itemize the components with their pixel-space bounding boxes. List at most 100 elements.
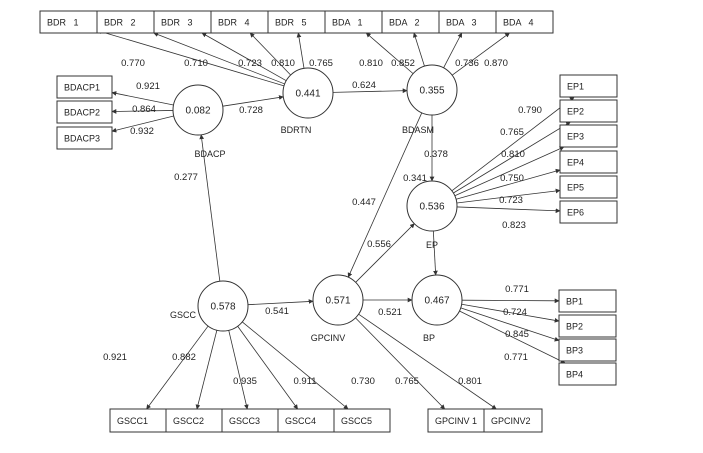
indicator-label: EP1 xyxy=(567,82,584,92)
edge-ep-to-ep6 xyxy=(456,206,561,214)
edge-weight-label: 0.521 xyxy=(378,307,402,318)
indicator-label: GPCINV2 xyxy=(491,416,531,426)
indicator-label: BDA 4 xyxy=(503,18,534,28)
indicator-gscc2: GSCC2 xyxy=(165,408,223,433)
indicator-gpcinv1: GPCINV 1 xyxy=(427,408,485,433)
latent-r2-value: 0.578 xyxy=(210,302,235,313)
indicator-box xyxy=(558,362,617,386)
indicator-bp1: BP1 xyxy=(558,289,617,313)
edge-weight-label: 0.710 xyxy=(184,58,208,69)
edge-gscc-to-gscc5 xyxy=(242,321,349,410)
edge-bdrtn-to-bdasm xyxy=(332,88,408,94)
edge-weight-label: 0.771 xyxy=(505,284,529,295)
edge-weight-label: 0.921 xyxy=(136,81,160,92)
edge-bdasm-to-bda3 xyxy=(443,32,463,69)
edge-bdasm-to-bda1 xyxy=(365,32,414,74)
edge-weight-label: 0.870 xyxy=(484,58,508,69)
indicator-box xyxy=(56,100,113,124)
latent-name: BDASM xyxy=(402,125,434,135)
indicator-ep1: EP1 xyxy=(559,74,618,98)
edge-weight-label: 0.541 xyxy=(265,306,289,317)
indicator-label: GSCC3 xyxy=(229,416,260,426)
edge-weight-label: 0.341 xyxy=(403,173,427,184)
indicator-label: BDACP1 xyxy=(64,83,100,93)
indicator-box xyxy=(559,200,618,224)
indicator-label: BP4 xyxy=(566,370,583,380)
edge-ep-to-ep2 xyxy=(453,121,571,194)
indicator-bda2: BDA 2 xyxy=(381,10,440,34)
edge-bdrtn-to-bdr5 xyxy=(296,32,305,69)
indicator-box xyxy=(559,150,618,174)
edge-gscc-to-gscc4 xyxy=(237,326,298,410)
indicator-bda4: BDA 4 xyxy=(495,10,554,34)
latent-name: GSCC xyxy=(170,310,197,320)
edge-weight-label: 0.277 xyxy=(174,172,198,183)
edge-bdacp-to-bdacp3 xyxy=(111,115,174,133)
indicator-label: GSCC5 xyxy=(341,416,372,426)
edge-weight-label: 0.845 xyxy=(505,329,529,340)
indicator-label: BDA 2 xyxy=(389,18,420,28)
edge-bdasm-to-bda2 xyxy=(412,32,425,67)
edge-ep-to-ep4 xyxy=(455,168,561,200)
indicator-gpcinv2: GPCINV2 xyxy=(483,408,543,433)
indicator-ep2: EP2 xyxy=(559,99,618,123)
indicator-box xyxy=(559,124,618,148)
edge-gscc-to-gscc1 xyxy=(146,325,209,410)
latent-r2-value: 0.355 xyxy=(419,86,444,97)
indicator-box xyxy=(56,126,113,150)
indicator-bda3: BDA 3 xyxy=(438,10,497,34)
indicator-bdacp3: BDACP3 xyxy=(56,126,113,150)
edge-bp-to-bp2 xyxy=(461,303,560,323)
edge-bp-to-bp3 xyxy=(460,307,560,342)
indicator-label: EP5 xyxy=(567,183,584,193)
indicator-box xyxy=(558,338,617,362)
indicator-ep4: EP4 xyxy=(559,150,618,174)
indicator-label: BP1 xyxy=(566,297,583,307)
indicator-bdr2: BDR 2 xyxy=(96,10,155,34)
edge-ep-to-bp xyxy=(432,230,438,276)
edge-weight-label: 0.810 xyxy=(359,58,383,69)
indicator-label: BDA 3 xyxy=(446,18,477,28)
indicator-label: EP3 xyxy=(567,132,584,142)
indicator-box xyxy=(558,289,617,313)
indicator-gscc5: GSCC5 xyxy=(333,408,391,433)
edge-weight-label: 0.765 xyxy=(395,376,419,387)
edges-layer xyxy=(96,29,575,410)
indicator-bdr4: BDR 4 xyxy=(210,10,269,34)
edge-weight-label: 0.932 xyxy=(130,126,154,137)
indicator-label: GSCC1 xyxy=(117,416,148,426)
edge-gpcinv-to-gpcinv2 xyxy=(358,313,497,410)
edge-weight-label: 0.765 xyxy=(309,58,333,69)
indicator-label: BDR 5 xyxy=(275,18,307,28)
edge-weight-label: 0.771 xyxy=(504,352,528,363)
edge-weight-label: 0.864 xyxy=(132,104,156,115)
indicator-box xyxy=(333,408,391,433)
indicator-ep6: EP6 xyxy=(559,200,618,224)
indicator-box xyxy=(559,99,618,123)
indicator-gscc3: GSCC3 xyxy=(221,408,279,433)
edge-gscc-to-gscc3 xyxy=(228,330,249,410)
edge-bp-to-bp1 xyxy=(461,298,560,304)
indicator-label: BDACP3 xyxy=(64,134,100,144)
latent-r2-value: 0.467 xyxy=(424,296,449,307)
indicator-bdacp1: BDACP1 xyxy=(56,75,113,99)
indicator-label: BDA 1 xyxy=(332,18,363,28)
indicator-bdr3: BDR 3 xyxy=(153,10,212,34)
latent-circle xyxy=(197,280,249,332)
edge-bdacp-to-bdrtn xyxy=(222,95,284,107)
edge-bdasm-to-gpcinv xyxy=(347,112,423,278)
indicator-gscc1: GSCC1 xyxy=(109,408,167,433)
edge-gpcinv-to-gpcinv1 xyxy=(355,317,446,410)
indicator-ep3: EP3 xyxy=(559,124,618,148)
latent-name: BP xyxy=(423,333,435,343)
indicator-box xyxy=(559,74,618,98)
indicator-label: EP6 xyxy=(567,208,584,218)
edge-weight-label: 0.810 xyxy=(271,58,295,69)
latent-circle xyxy=(406,180,458,232)
indicator-label: BP3 xyxy=(566,346,583,356)
